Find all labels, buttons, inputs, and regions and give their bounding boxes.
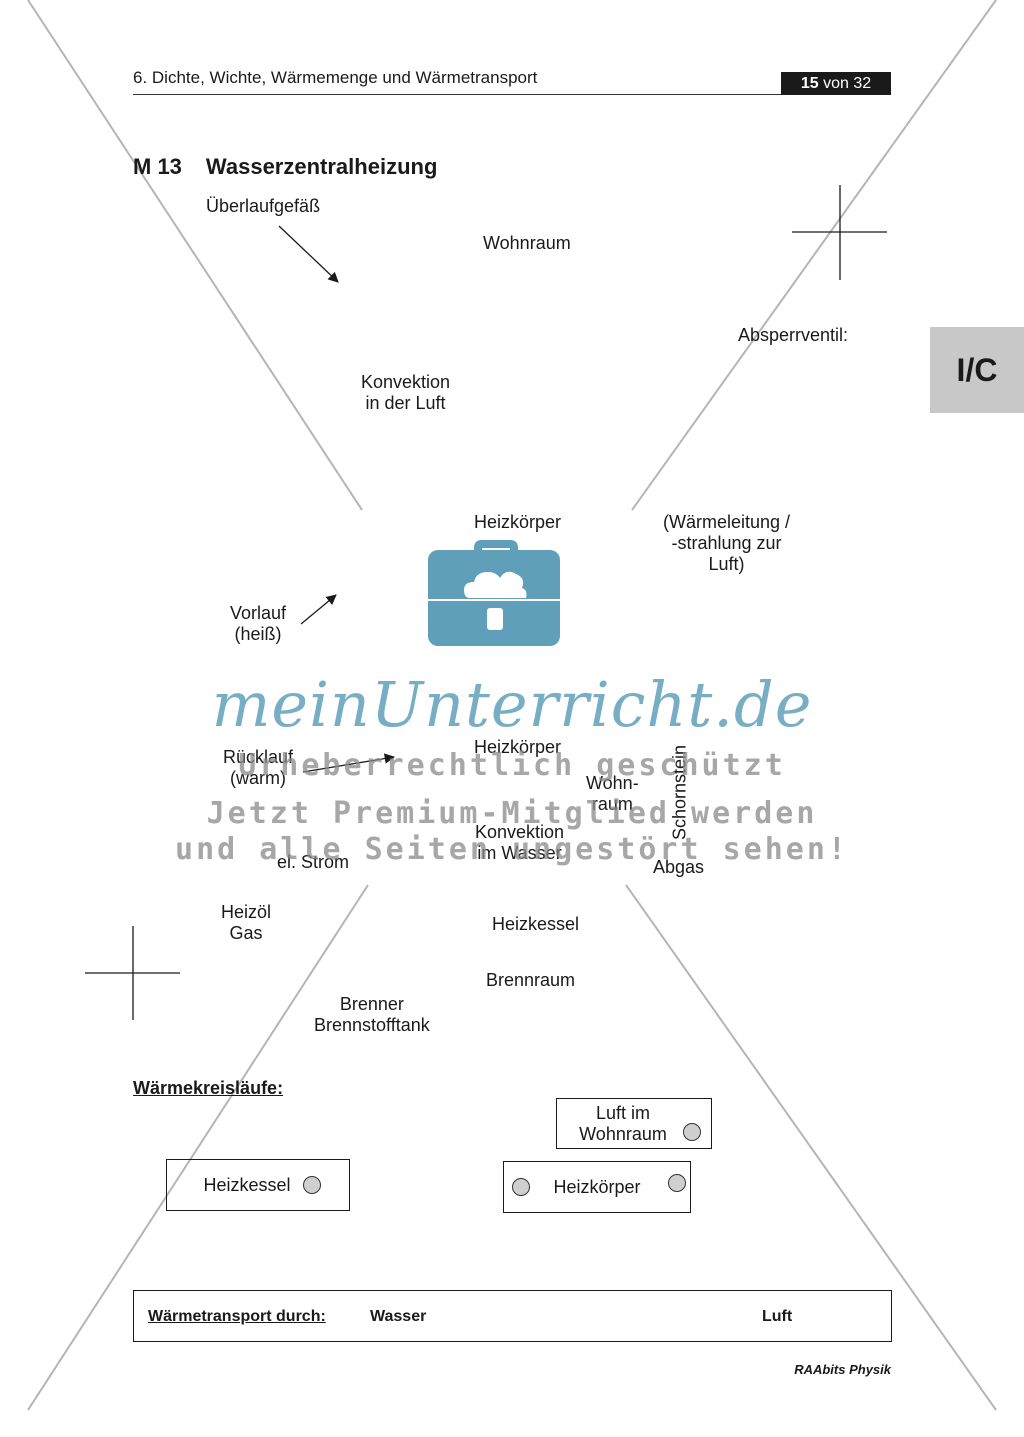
section-tab: I/C — [930, 327, 1024, 413]
label-radiator-top: Heizkörper — [474, 512, 562, 532]
page-number-badge: 15 von 32 — [781, 72, 891, 95]
label-power: el. Strom — [277, 852, 350, 872]
watermark-line-1: Urheberrechtlich geschützt — [238, 748, 786, 783]
label-combustion: Brennraum — [486, 970, 576, 990]
circuit-node — [303, 1176, 321, 1194]
label-convection-air: Konvektion in der Luft — [361, 372, 451, 413]
transport-label: Wärmetransport durch: — [148, 1308, 326, 1325]
circuits-heading: Wärmekreisläufe: — [133, 1078, 284, 1098]
material-title: Wasserzentralheizung — [205, 154, 438, 179]
circuit-node — [683, 1123, 701, 1141]
briefcase-icon — [428, 540, 560, 646]
label-supply: Vorlauf (heiß) — [230, 603, 287, 644]
boiler-box: Heizkessel — [166, 1159, 350, 1211]
page-total: von 32 — [823, 75, 872, 92]
watermark-line-2: Jetzt Premium-Mitglied werden — [206, 796, 818, 831]
label-valve: Absperrventil: — [738, 325, 849, 345]
label-boiler: Heizkessel — [492, 914, 580, 934]
label-burner-tank: Brenner Brennstofftank — [314, 994, 430, 1035]
label-room-bottom: Wohn- raum — [586, 773, 639, 814]
label-room-top: Wohnraum — [483, 233, 571, 253]
radiator-box: Heizkörper — [503, 1161, 691, 1213]
chapter-title: 6. Dichte, Wichte, Wärmemenge und Wärmet… — [133, 68, 538, 87]
arrow-supply — [300, 594, 337, 625]
circuit-node — [668, 1174, 686, 1192]
header-rule — [133, 94, 891, 95]
diagonal-line-top-right — [631, 0, 997, 511]
label-conduction: (Wärmeleitung / -strahlung zur Luft) — [663, 512, 791, 574]
label-convection-water: Konvektion im Wasser — [475, 822, 565, 863]
air-room-box: Luft im Wohnraum — [556, 1098, 712, 1149]
transport-air: Luft — [762, 1308, 793, 1325]
current-page: 15 — [800, 75, 819, 92]
diagonal-line-top-left — [27, 0, 363, 511]
label-return: Rücklauf (warm) — [223, 747, 294, 788]
label-radiator-bottom: Heizkörper — [474, 737, 562, 757]
transport-box: Wärmetransport durch: Wasser Luft — [133, 1290, 892, 1342]
circuit-node — [512, 1178, 530, 1196]
label-overflow: Überlaufgefäß — [206, 196, 321, 216]
arrow-return — [302, 753, 396, 773]
label-exhaust: Abgas — [653, 857, 705, 877]
arrow-overflow — [278, 225, 339, 283]
diagonal-line-bottom-right — [625, 884, 997, 1411]
watermark-logo: meinUnterricht.de — [211, 668, 813, 741]
publisher-brand: RAAbits Physik — [794, 1362, 891, 1377]
material-number: M 13 — [133, 154, 182, 179]
watermark-line-3: und alle Seiten ungestört sehen! — [175, 832, 849, 867]
transport-water: Wasser — [370, 1308, 427, 1325]
label-fuel: Heizöl Gas — [221, 902, 272, 943]
page-title: M 13 Wasserzentralheizung — [133, 154, 437, 180]
diagonal-line-bottom-left — [27, 884, 369, 1411]
